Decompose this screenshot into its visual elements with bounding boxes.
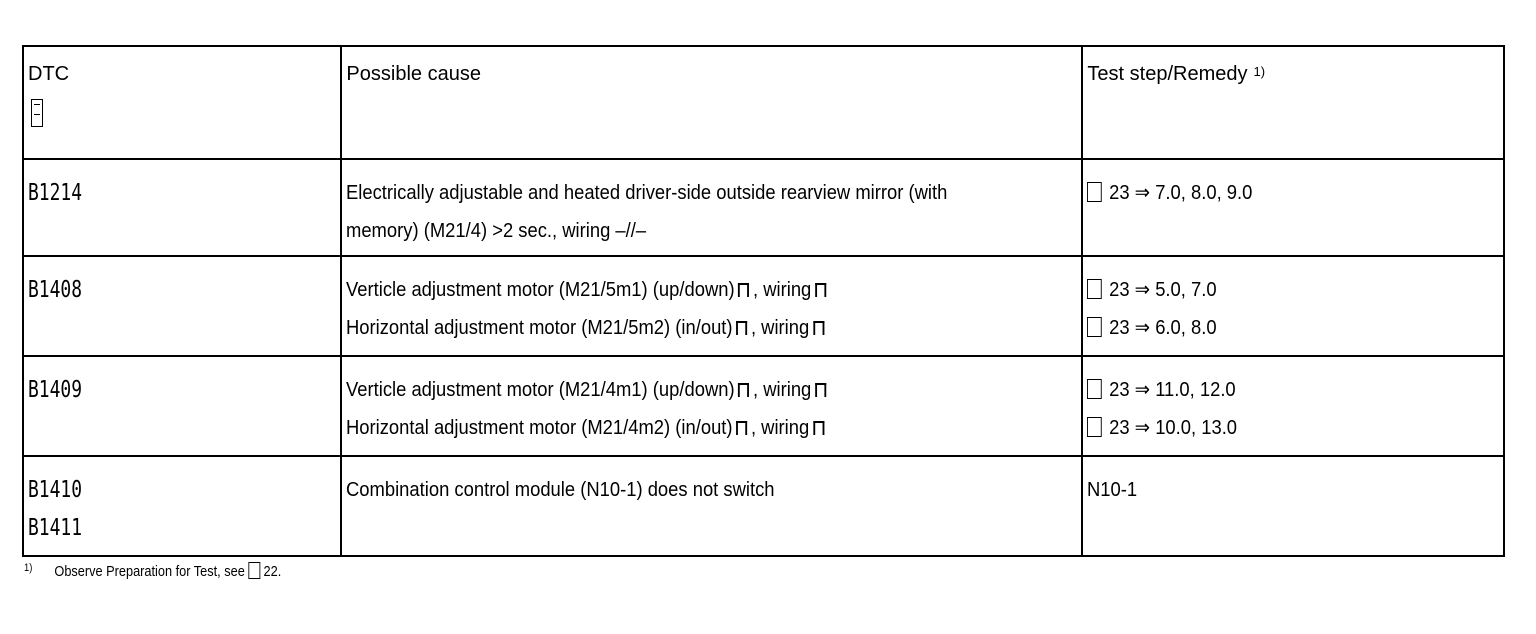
table-row: B1214 Electrically adjustable and heated… (21, 158, 1505, 258)
connector-symbol-icon (736, 420, 748, 435)
footnote-text: Observe Preparation for Test, see (54, 563, 245, 580)
cause-suffix: , wiring (753, 279, 812, 302)
dtc-code: B1410 (28, 476, 83, 503)
test-step-line: 23 ⇒ 5.0, 7.0 (1087, 271, 1469, 309)
header-cause: Possible cause (340, 44, 1084, 161)
test-cell: 23 ⇒ 11.0, 12.0 23 ⇒ 10.0, 13.0 (1081, 354, 1505, 457)
test-step-text: 23 ⇒ 6.0, 8.0 (1109, 317, 1217, 340)
footnote: 1) Observe Preparation for Test, see 22. (24, 562, 281, 580)
header-cause-label: Possible cause (346, 63, 481, 85)
cause-suffix: , wiring (753, 378, 812, 401)
test-step-line: 23 ⇒ 6.0, 8.0 (1087, 309, 1469, 347)
reference-box-icon (1087, 317, 1103, 338)
test-step-line: 23 ⇒ 7.0, 8.0, 9.0 (1087, 174, 1469, 212)
connector-symbol-icon (813, 321, 825, 336)
connector-symbol-icon (738, 283, 750, 298)
cause-line: Horizontal adjustment motor (M21/4m2) (i… (346, 409, 1022, 447)
table-row: B1409 Verticle adjustment motor (M21/4m1… (21, 354, 1505, 457)
dtc-cell: B1410 B1411 (21, 454, 343, 558)
footnote-mark: 1) (24, 562, 33, 574)
cause-line: Verticle adjustment motor (M21/4m1) (up/… (346, 371, 1022, 409)
dtc-code: B1411 (28, 514, 83, 541)
connector-symbol-icon (736, 321, 748, 336)
table-row: B1408 Verticle adjustment motor (M21/5m1… (21, 255, 1505, 357)
cause-line: Verticle adjustment motor (M21/5m1) (up/… (346, 271, 1022, 309)
header-dtc-label: DTC (28, 63, 70, 85)
test-step-text: 23 ⇒ 5.0, 7.0 (1109, 279, 1217, 302)
header-dtc: DTC (21, 44, 343, 161)
test-step-line: 23 ⇒ 10.0, 13.0 (1087, 409, 1469, 447)
cause-text: Verticle adjustment motor (M21/4m1) (up/… (346, 378, 736, 401)
diagnostic-code-icon (28, 93, 46, 129)
cause-line: Combination control module (N10-1) does … (346, 478, 775, 501)
cause-suffix: , wiring (751, 416, 810, 439)
test-step-text: 23 ⇒ 11.0, 12.0 (1109, 378, 1237, 401)
reference-box-icon (1087, 279, 1103, 300)
table-row: B1410 B1411 Combination control module (… (21, 454, 1505, 558)
cause-line: Electrically adjustable and heated drive… (346, 182, 948, 205)
cause-line: Horizontal adjustment motor (M21/5m2) (i… (346, 309, 1022, 347)
connector-symbol-icon (815, 283, 827, 298)
cause-cell: Verticle adjustment motor (M21/4m1) (up/… (340, 354, 1084, 457)
dtc-cell: B1214 (21, 158, 343, 258)
reference-box-icon (248, 562, 261, 579)
reference-box-icon (1087, 182, 1103, 203)
test-step-text: 23 ⇒ 7.0, 8.0, 9.0 (1109, 182, 1253, 205)
cause-cell: Electrically adjustable and heated drive… (340, 158, 1084, 258)
dtc-cell: B1409 (21, 354, 343, 457)
dtc-code: B1408 (28, 277, 83, 304)
connector-symbol-icon (815, 382, 827, 397)
footnote-ref: 22. (263, 563, 282, 580)
dtc-code: B1214 (28, 180, 83, 207)
cause-text: Verticle adjustment motor (M21/5m1) (up/… (346, 279, 736, 302)
cause-line: memory) (M21/4) >2 sec., wiring –//– (346, 220, 647, 243)
cause-text: Horizontal adjustment motor (M21/4m2) (i… (346, 416, 733, 439)
dtc-code: B1409 (28, 376, 83, 403)
test-cell: N10-1 (1081, 454, 1505, 558)
cause-cell: Verticle adjustment motor (M21/5m1) (up/… (340, 255, 1084, 357)
test-cell: 23 ⇒ 5.0, 7.0 23 ⇒ 6.0, 8.0 (1081, 255, 1505, 357)
dtc-table: DTC Possible cause Test step/Remedy 1) B1… (21, 44, 1505, 558)
reference-box-icon (1087, 378, 1103, 399)
connector-symbol-icon (738, 382, 750, 397)
dtc-cell: B1408 (21, 255, 343, 357)
cause-text: Horizontal adjustment motor (M21/5m2) (i… (346, 317, 733, 340)
header-footnote-mark: 1) (1253, 64, 1266, 79)
reference-box-icon (1087, 416, 1103, 437)
test-step-line: 23 ⇒ 11.0, 12.0 (1087, 371, 1469, 409)
test-step-text: 23 ⇒ 10.0, 13.0 (1109, 416, 1238, 439)
header-test: Test step/Remedy 1) (1081, 44, 1505, 161)
table-header-row: DTC Possible cause Test step/Remedy 1) (21, 44, 1505, 161)
test-cell: 23 ⇒ 7.0, 8.0, 9.0 (1081, 158, 1505, 258)
cause-cell: Combination control module (N10-1) does … (340, 454, 1084, 558)
test-step-text: N10-1 (1087, 478, 1138, 501)
cause-suffix: , wiring (751, 317, 810, 340)
connector-symbol-icon (813, 420, 825, 435)
header-test-label: Test step/Remedy (1087, 63, 1248, 85)
